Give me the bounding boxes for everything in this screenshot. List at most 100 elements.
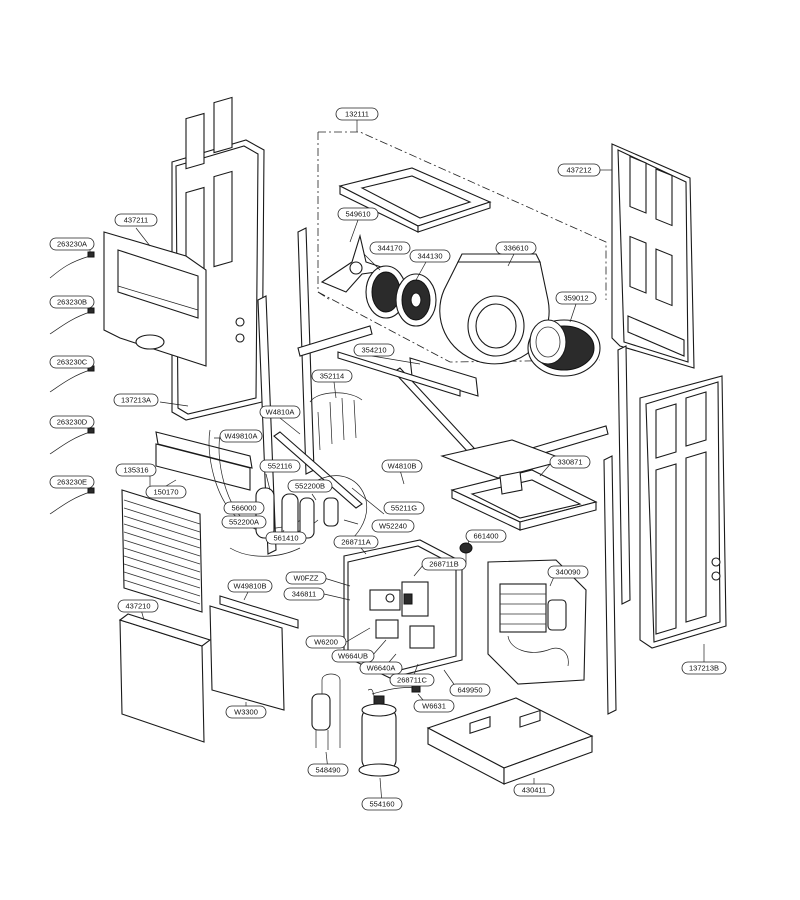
center-lower-panel <box>209 595 299 711</box>
callout-label-263230b: 263230B <box>49 295 95 309</box>
right-front-panel <box>639 375 727 649</box>
svg-text:263230D: 263230D <box>57 418 88 427</box>
callout-label-552116: 552116 <box>259 459 301 473</box>
fan-motor <box>365 265 437 327</box>
cross-braces <box>273 325 609 509</box>
svg-text:W6640A: W6640A <box>367 664 396 673</box>
svg-text:561410: 561410 <box>273 534 298 543</box>
svg-text:W6200: W6200 <box>314 638 338 647</box>
svg-text:137213B: 137213B <box>689 664 719 673</box>
sensor-component <box>459 542 473 564</box>
callout-label-263230a: 263230A <box>49 237 95 251</box>
svg-text:552200B: 552200B <box>295 482 325 491</box>
lower-front-panel <box>118 613 212 743</box>
callout-label-359012: 359012 <box>555 291 597 305</box>
svg-text:346811: 346811 <box>292 590 316 599</box>
svg-text:W4810B: W4810B <box>388 462 417 471</box>
accumulator <box>311 673 341 750</box>
callout-label-137213b: 137213B <box>681 661 727 675</box>
svg-text:344130: 344130 <box>417 252 442 261</box>
callout-label-132111: 132111 <box>335 107 379 121</box>
svg-text:W664UB: W664UB <box>338 652 368 661</box>
callout-label-w49810b: W49810B <box>227 579 273 593</box>
callout-label-150170: 150170 <box>145 485 187 499</box>
svg-text:330871: 330871 <box>557 458 582 467</box>
svg-text:359012: 359012 <box>563 294 588 303</box>
callout-label-437211: 437211 <box>114 213 158 227</box>
callout-label-340090: 340090 <box>547 565 589 579</box>
callout-label-354210: 354210 <box>353 343 395 357</box>
callout-label-549610: 549610 <box>337 207 379 221</box>
svg-text:352114: 352114 <box>320 372 344 381</box>
svg-text:437210: 437210 <box>125 602 150 611</box>
callout-label-330871: 330871 <box>549 455 591 469</box>
callout-label-263230c: 263230C <box>49 355 95 369</box>
callout-label-w3300: W3300 <box>225 705 267 719</box>
svg-text:554160: 554160 <box>369 800 394 809</box>
svg-text:W49810A: W49810A <box>225 432 258 441</box>
callout-label-649950: 649950 <box>449 683 491 697</box>
callout-label-336610: 336610 <box>495 241 537 255</box>
intake-grille <box>121 489 203 613</box>
svg-text:263230E: 263230E <box>57 478 87 487</box>
callout-label-w49810a: W49810A <box>219 429 263 443</box>
callout-label-w0fzz: W0FZZ <box>285 571 327 585</box>
callout-label-352114: 352114 <box>311 369 353 383</box>
svg-text:132111: 132111 <box>345 110 369 119</box>
callout-label-w4810a: W4810A <box>259 405 301 419</box>
svg-text:263230A: 263230A <box>57 240 87 249</box>
svg-text:W0FZZ: W0FZZ <box>294 574 319 583</box>
callout-label-w6631: W6631 <box>413 699 455 713</box>
callout-label-552200a: 552200A <box>221 515 267 529</box>
callout-label-55211g: 55211G <box>383 501 425 515</box>
svg-text:552200A: 552200A <box>229 518 259 527</box>
callout-label-344130: 344130 <box>409 249 451 263</box>
svg-text:354210: 354210 <box>361 346 386 355</box>
svg-text:552116: 552116 <box>268 462 292 471</box>
control-box <box>343 539 463 679</box>
callout-label-554160: 554160 <box>361 797 403 811</box>
cable-group <box>49 251 95 515</box>
callout-label-548490: 548490 <box>307 763 349 777</box>
callout-label-346811: 346811 <box>283 587 325 601</box>
motor-mount-bracket <box>320 233 391 293</box>
callout-label-437212: 437212 <box>557 163 601 177</box>
callout-label-w52240: W52240 <box>371 519 415 533</box>
right-rear-panel <box>611 143 695 369</box>
fan-top-plate <box>338 167 492 233</box>
callout-label-561410: 561410 <box>265 531 307 545</box>
svg-text:661400: 661400 <box>473 532 498 541</box>
svg-text:268711C: 268711C <box>397 676 427 685</box>
drain-pan-assembly <box>440 439 598 531</box>
callout-label-w6200: W6200 <box>305 635 347 649</box>
svg-text:W6631: W6631 <box>422 702 446 711</box>
svg-text:135316: 135316 <box>123 466 148 475</box>
callout-label-344170: 344170 <box>369 241 411 255</box>
svg-text:263230C: 263230C <box>57 358 88 367</box>
svg-text:137213A: 137213A <box>121 396 151 405</box>
svg-text:336610: 336610 <box>503 244 528 253</box>
svg-text:150170: 150170 <box>153 488 178 497</box>
svg-text:437212: 437212 <box>566 166 591 175</box>
svg-text:430411: 430411 <box>522 786 546 795</box>
callout-label-135316: 135316 <box>115 463 157 477</box>
svg-text:268711B: 268711B <box>429 560 458 569</box>
svg-text:W49810B: W49810B <box>234 582 267 591</box>
heat-exchanger-module <box>487 559 587 685</box>
svg-text:W52240: W52240 <box>379 522 407 531</box>
callout-label-552200b: 552200B <box>287 479 333 493</box>
compressor <box>358 688 400 777</box>
base-plate <box>426 697 594 785</box>
callout-label-430411: 430411 <box>513 783 555 797</box>
callout-label-268711a: 268711A <box>333 535 379 549</box>
svg-text:344170: 344170 <box>377 244 402 253</box>
callout-label-w4810b: W4810B <box>381 459 423 473</box>
callout-label-661400: 661400 <box>465 529 507 543</box>
svg-text:649950: 649950 <box>457 686 482 695</box>
svg-text:566000: 566000 <box>231 504 256 513</box>
callout-label-268711c: 268711C <box>389 673 435 687</box>
svg-text:437211: 437211 <box>124 216 148 225</box>
svg-text:263230B: 263230B <box>57 298 87 307</box>
callout-label-263230e: 263230E <box>49 475 95 489</box>
svg-text:W3300: W3300 <box>234 708 258 717</box>
